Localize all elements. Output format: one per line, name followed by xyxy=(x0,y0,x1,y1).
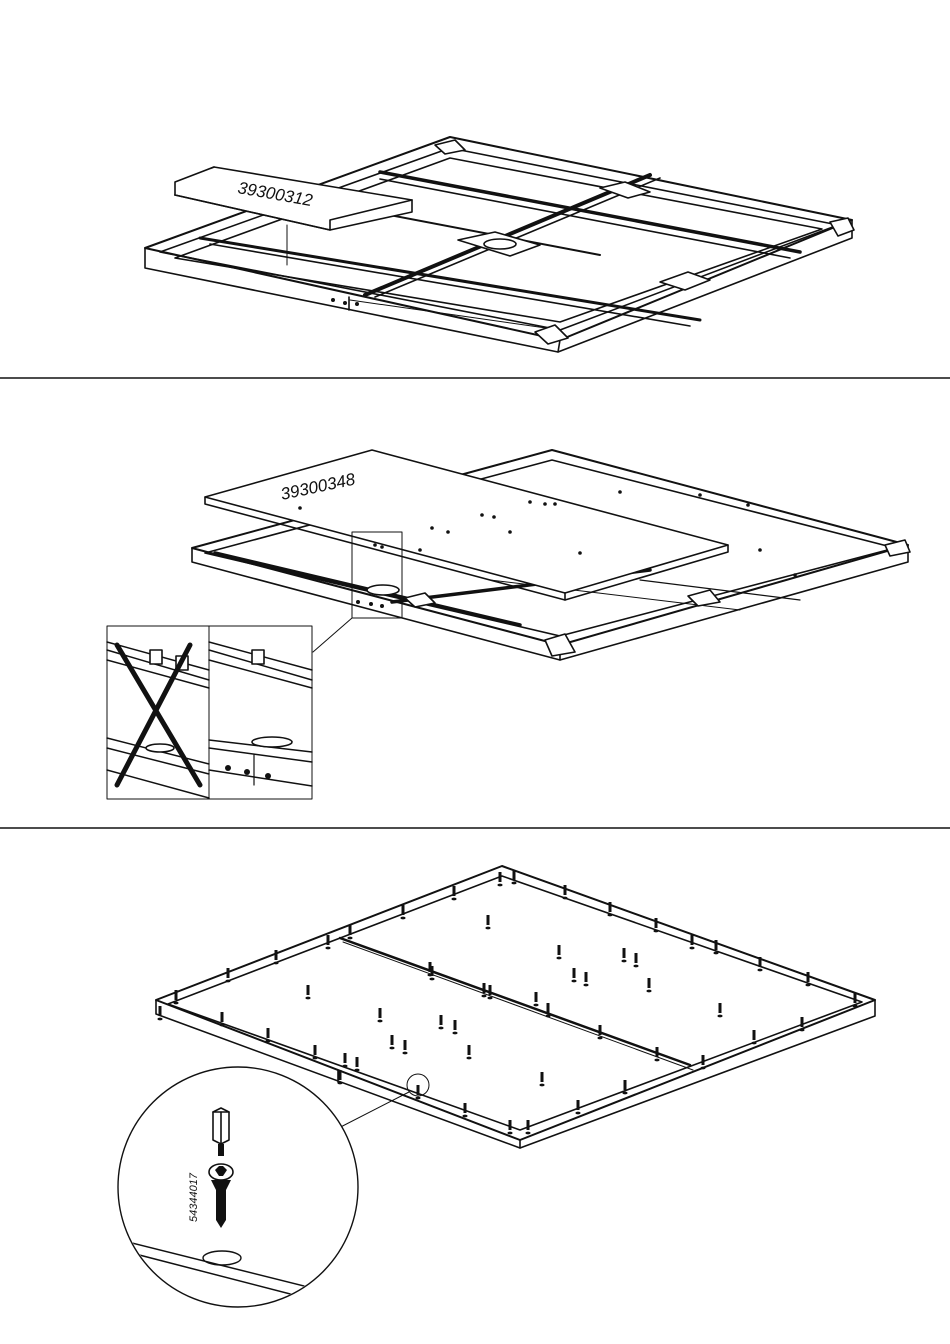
bolt-icon xyxy=(389,1035,394,1049)
panel-39300312 xyxy=(175,167,412,265)
bolt-icon xyxy=(485,915,490,929)
bolt-icon xyxy=(312,1045,317,1059)
bolt-icon xyxy=(583,972,588,986)
bolt-icon xyxy=(805,972,810,986)
bolt-icon xyxy=(305,985,310,999)
bolt-icon xyxy=(219,1012,224,1026)
step-1: 39300312 xyxy=(145,137,854,352)
bolt-icon xyxy=(377,1008,382,1022)
bolt-icon xyxy=(497,872,502,886)
bolt-icon xyxy=(633,953,638,967)
bolt-icon xyxy=(225,968,230,982)
bolt-icon xyxy=(400,905,405,919)
step-3: 54344017 xyxy=(118,866,875,1312)
detail-view-fastener xyxy=(118,1067,360,1312)
bolt-icon xyxy=(556,945,561,959)
bolt-icon xyxy=(539,1072,544,1086)
bolt-icon xyxy=(717,1003,722,1017)
bolt-icon xyxy=(621,948,626,962)
bolt-icon xyxy=(571,968,576,982)
part-label-54344017: 54344017 xyxy=(188,1172,200,1222)
bolt-icon xyxy=(511,870,516,884)
bolt-icon xyxy=(402,1040,407,1054)
bolt-icon xyxy=(452,1020,457,1034)
bolt-icon xyxy=(347,925,352,939)
bolt-icon xyxy=(751,1030,756,1044)
bolt-icon xyxy=(545,1003,550,1017)
bolt-icon xyxy=(157,1006,162,1020)
bolt-icon xyxy=(342,1053,347,1067)
bolt-icon xyxy=(438,1015,443,1029)
bolt-icon xyxy=(354,1057,359,1071)
step-2: 39300348 xyxy=(107,450,910,799)
detail-view-wrong xyxy=(107,626,209,799)
bolt-icon xyxy=(622,1080,627,1094)
frame-holes xyxy=(331,298,359,306)
detail-view-correct xyxy=(209,626,312,799)
bolt-icon xyxy=(466,1045,471,1059)
detail-leader xyxy=(313,618,352,652)
bolt-icon xyxy=(265,1028,270,1042)
bolt-icon xyxy=(646,978,651,992)
bolt-icon xyxy=(533,992,538,1006)
